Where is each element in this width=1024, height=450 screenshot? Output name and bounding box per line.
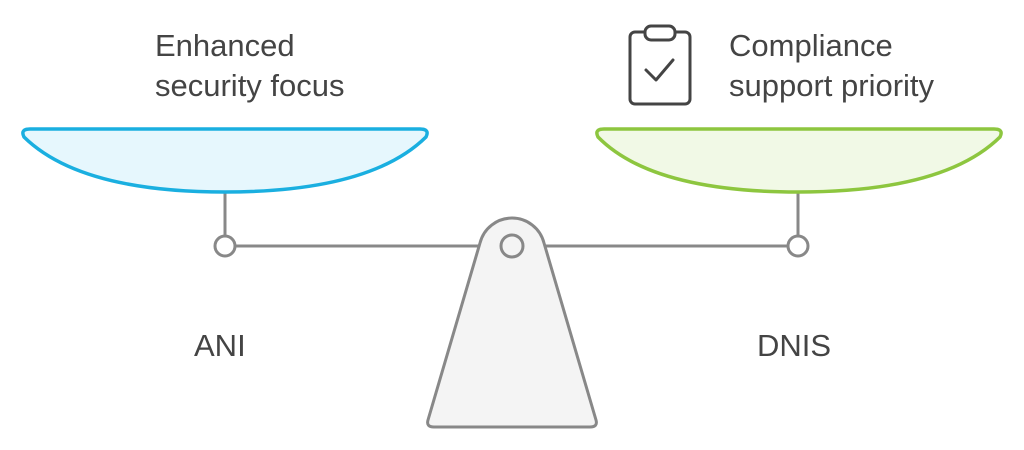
left-caption: Enhanced security focus (155, 26, 345, 106)
right-caption: Compliance support priority (729, 26, 934, 106)
right-pan (595, 127, 1003, 194)
left-caption-line-1: Enhanced (155, 28, 295, 63)
right-side-label: DNIS (757, 328, 832, 363)
left-caption-line-2: security focus (155, 68, 345, 103)
fulcrum (426, 216, 598, 429)
right-caption-line-2: support priority (729, 68, 935, 103)
left-pan (21, 127, 429, 194)
left-side-label: ANI (194, 328, 246, 363)
left-joint (213, 234, 237, 258)
clipboard-check-icon (628, 24, 692, 106)
pivot-circle (499, 233, 525, 259)
right-joint (786, 234, 810, 258)
right-caption-line-1: Compliance (729, 28, 893, 63)
